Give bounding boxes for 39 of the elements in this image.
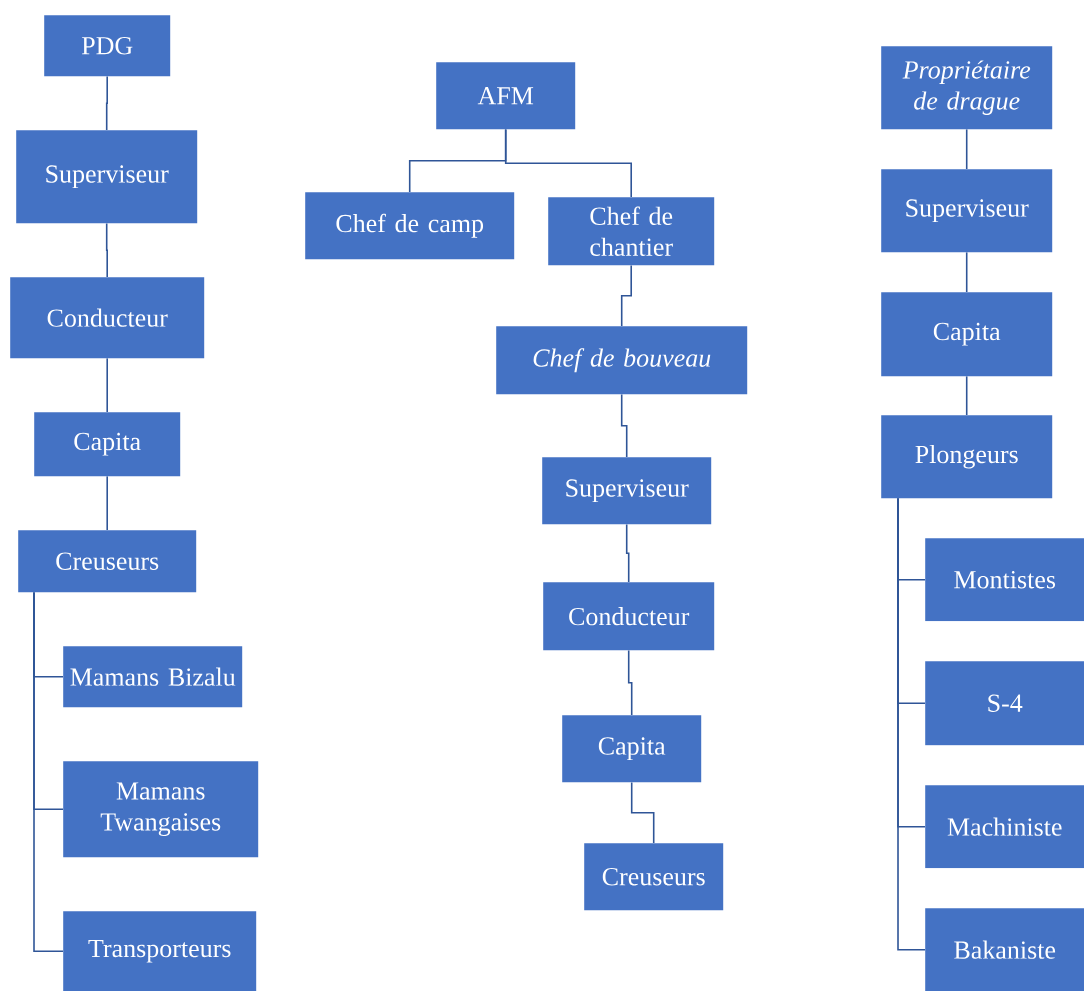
org-chart-box: Machiniste: [925, 785, 1084, 869]
org-chart-box: Superviseur: [16, 130, 198, 224]
org-chart-box: PDG: [44, 15, 171, 77]
org-chart-box: Capita: [562, 715, 702, 783]
connector-line: [965, 128, 968, 170]
org-chart-box: Bakaniste: [925, 908, 1084, 991]
connector-line: [105, 222, 108, 278]
connector-line: [965, 375, 968, 416]
connector-line: [504, 128, 632, 198]
org-chart-box: Chef de chantier: [548, 197, 715, 266]
org-chart-box: AFM: [436, 62, 576, 130]
org-chart-box: Superviseur: [542, 457, 712, 525]
connector-line: [106, 357, 108, 413]
org-chart-box: Mamans Bizalu: [63, 646, 243, 708]
org-chart-box: Conducteur: [543, 582, 715, 651]
org-chart-box: Creuseurs: [18, 530, 197, 593]
connector-line: [33, 591, 64, 952]
connector-line: [620, 264, 632, 327]
connector-line: [627, 649, 633, 716]
connector-line: [620, 393, 628, 458]
org-chart-box: Conducteur: [10, 277, 205, 359]
connector-line: [965, 251, 968, 293]
org-chart-box: Capita: [34, 412, 181, 477]
org-chart-box: Plongeurs: [881, 415, 1053, 499]
connector-line: [630, 781, 655, 844]
org-chart-box: S-4: [925, 661, 1084, 746]
org-chart-box: Montistes: [925, 538, 1084, 622]
org-chart-box: Transporteurs: [63, 911, 257, 991]
org-chart-box: Chef de camp: [305, 192, 515, 260]
connector-line: [105, 75, 108, 131]
org-chart-box: Mamans Twangaises: [63, 761, 259, 858]
org-chart-box: Creuseurs: [584, 843, 724, 911]
org-chart-box: Chef de bouveau: [496, 326, 748, 395]
connector-line: [897, 497, 926, 951]
connector-line: [106, 475, 108, 531]
org-chart-box: Propriétaire de drague: [881, 46, 1053, 130]
org-chart-box: Capita: [881, 292, 1053, 377]
org-chart-box: Superviseur: [881, 169, 1053, 253]
connector-line: [625, 523, 630, 583]
